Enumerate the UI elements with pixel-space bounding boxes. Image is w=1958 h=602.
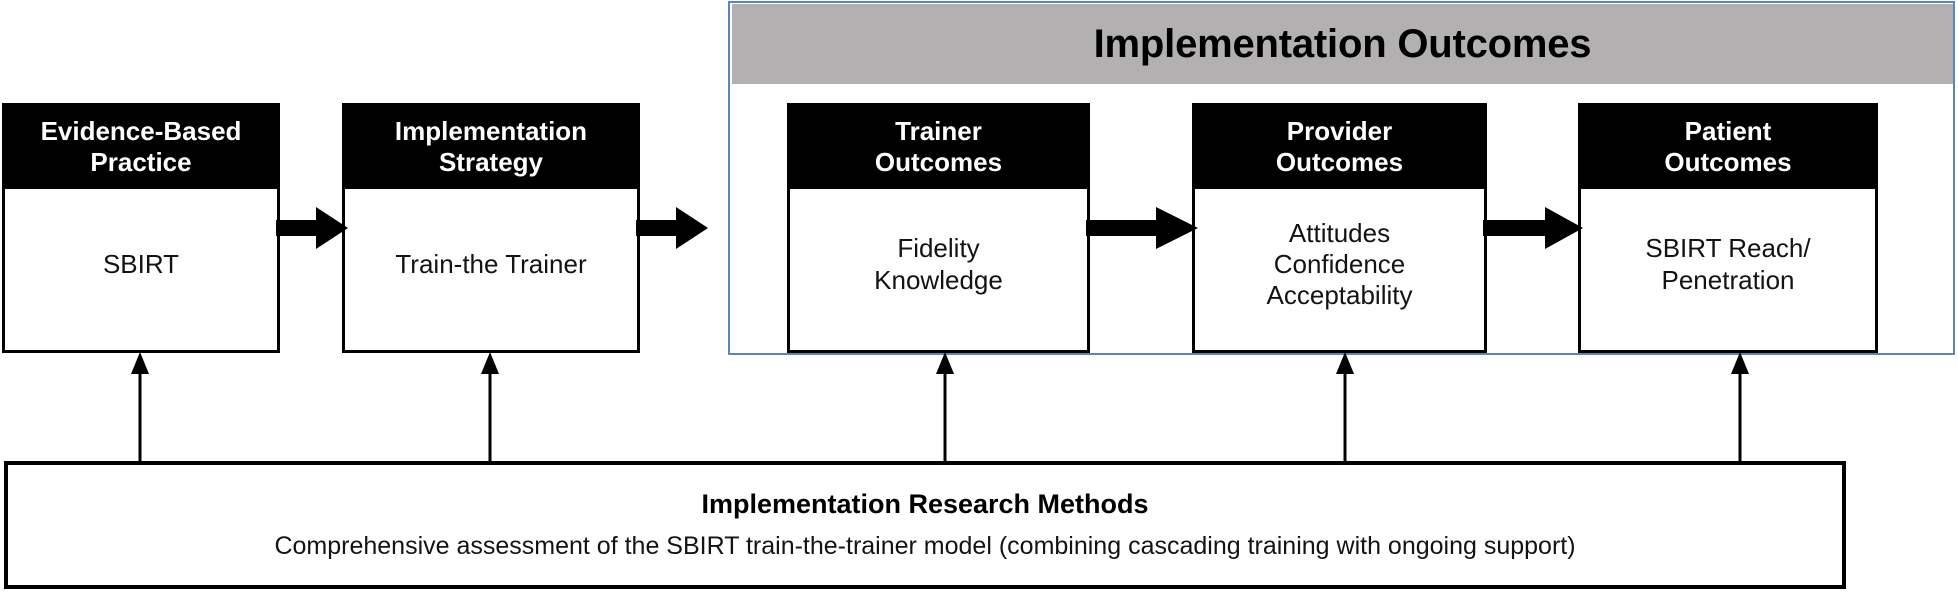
box-implementation-strategy-body: Train-the Trainer	[395, 249, 587, 280]
box-patient-outcomes-header: Patient Outcomes	[1581, 106, 1875, 190]
up-arrow-icon	[131, 352, 149, 464]
right-arrow-icon	[1086, 207, 1198, 249]
box-evidence-based-practice: Evidence-Based Practice SBIRT	[2, 103, 280, 353]
implementation-research-methods-title: Implementation Research Methods	[701, 489, 1149, 519]
box-provider-outcomes-body: Attitudes Confidence Acceptability	[1266, 217, 1413, 311]
right-arrow-icon	[636, 207, 708, 249]
box-trainer-outcomes: Trainer Outcomes Fidelity Knowledge	[787, 103, 1090, 353]
box-evidence-based-practice-header: Evidence-Based Practice	[5, 106, 277, 190]
up-arrow-icon	[481, 352, 499, 464]
up-arrow-icon	[936, 352, 954, 464]
implementation-research-methods-box: Implementation Research Methods Comprehe…	[4, 461, 1846, 589]
up-arrow-icon	[1731, 352, 1749, 464]
box-implementation-strategy: Implementation Strategy Train-the Traine…	[342, 103, 640, 353]
implementation-research-methods-description: Comprehensive assessment of the SBIRT tr…	[274, 532, 1576, 560]
implementation-outcomes-title: Implementation Outcomes	[1093, 21, 1592, 66]
up-arrow-icon	[1336, 352, 1354, 464]
right-arrow-icon	[276, 207, 348, 249]
box-evidence-based-practice-body: SBIRT	[102, 249, 180, 280]
right-arrow-icon	[1483, 207, 1583, 249]
box-provider-outcomes: Provider Outcomes Attitudes Confidence A…	[1192, 103, 1487, 353]
box-trainer-outcomes-body: Fidelity Knowledge	[874, 233, 1003, 295]
box-patient-outcomes-body: SBIRT Reach/ Penetration	[1645, 233, 1811, 295]
box-patient-outcomes: Patient Outcomes SBIRT Reach/ Penetratio…	[1578, 103, 1878, 353]
box-trainer-outcomes-header: Trainer Outcomes	[790, 106, 1087, 190]
implementation-outcomes-header: Implementation Outcomes	[732, 4, 1953, 84]
box-provider-outcomes-header: Provider Outcomes	[1195, 106, 1484, 190]
box-implementation-strategy-header: Implementation Strategy	[345, 106, 637, 190]
